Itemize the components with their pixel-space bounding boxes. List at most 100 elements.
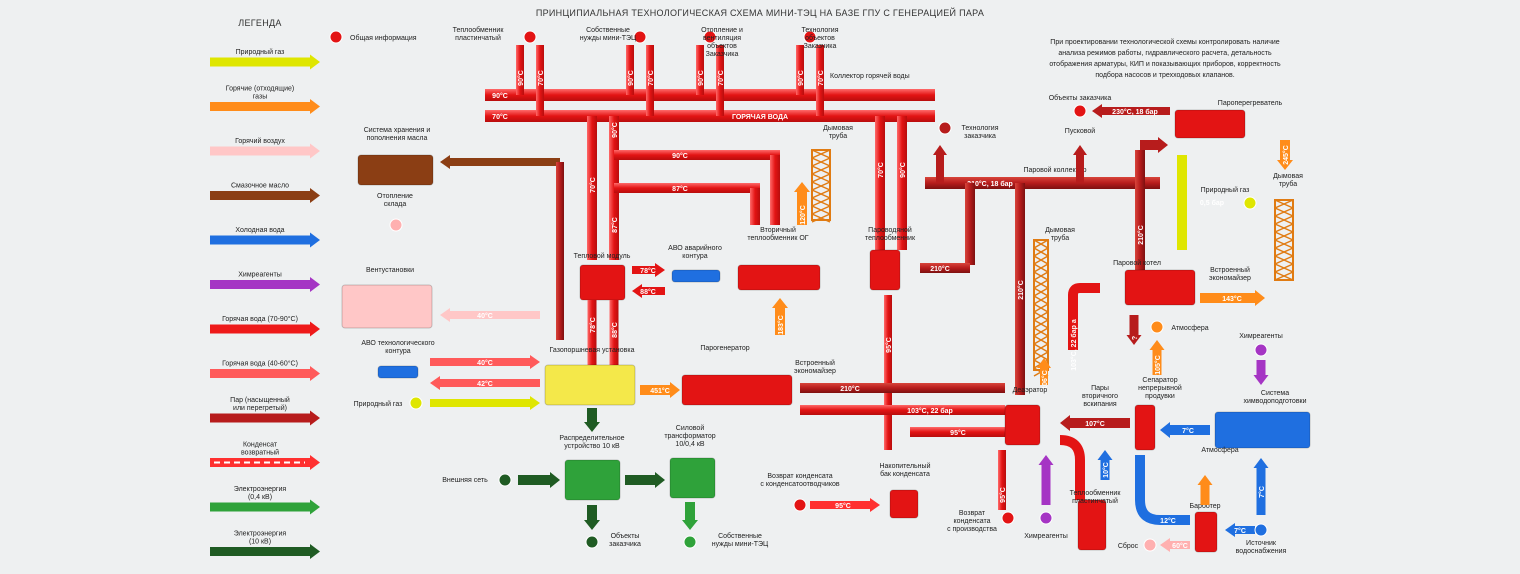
flow-arrow — [682, 502, 698, 530]
temperature-tag: 40°С — [477, 359, 493, 367]
cold-water-line — [1135, 455, 1190, 525]
chem-water-system — [1214, 411, 1311, 449]
flow-arrow — [584, 505, 600, 530]
flow-arrow — [1038, 455, 1054, 505]
legend-heading: ЛЕГЕНДА — [238, 18, 281, 28]
secondary-heat-exchanger — [737, 264, 821, 291]
legend-swatch — [210, 321, 320, 337]
flow-arrow — [632, 284, 665, 298]
temperature-tag: 70°С — [717, 70, 725, 86]
oil-storage-tank — [357, 154, 434, 186]
flow-arrow — [1225, 523, 1255, 537]
oil-line-vertical — [556, 162, 564, 340]
legend-swatch — [210, 366, 320, 381]
flow-arrow — [518, 472, 560, 488]
production-return-dot — [1001, 511, 1015, 525]
gas-right-label: Природный газ — [1201, 186, 1250, 194]
pipe — [796, 45, 804, 95]
temperature-tag: 210°С — [1137, 225, 1145, 245]
flow-arrow — [1060, 415, 1130, 431]
temperature-tag: 210°С — [930, 265, 950, 273]
temperature-tag: 90°С — [627, 70, 635, 86]
temperature-tag: 88°С — [611, 322, 619, 338]
customer-dot — [585, 535, 599, 549]
temperature-tag: 0,5 бар — [1200, 199, 1224, 207]
temperature-tag: 90°С — [797, 70, 805, 86]
temperature-tag: 7°С — [1234, 527, 1246, 535]
flow-arrow — [1126, 315, 1142, 345]
hot-collector-label: Коллектор горячей воды — [830, 72, 910, 80]
pipe — [614, 150, 780, 160]
abo-tech-cooler — [377, 365, 419, 379]
pipe — [800, 383, 1005, 393]
flow-arrow — [1073, 145, 1087, 183]
temperature-tag: 70°С — [537, 70, 545, 86]
temperature-tag: 210°С, 18 бар — [967, 180, 1013, 188]
pipe — [897, 116, 907, 250]
heat-module-label: Тепловой модуль — [574, 252, 631, 260]
deaerator-label: Деаэратор — [1013, 387, 1048, 394]
temperature-tag: 12°С — [1160, 517, 1176, 525]
temperature-tag: 103°С, 22 бар — [907, 407, 953, 415]
flow-arrow — [1277, 140, 1293, 170]
legend-swatch — [210, 410, 320, 426]
pipe — [800, 405, 1005, 415]
temperature-tag: 95°С — [835, 502, 851, 510]
temperature-tag: 95°С — [885, 337, 893, 353]
feed-line — [1068, 283, 1100, 350]
hot-air-line — [440, 308, 540, 322]
flow-arrow — [1200, 290, 1265, 306]
pipe — [1135, 150, 1145, 270]
plate-hx-line — [1059, 435, 1085, 500]
chemicals-bottom-dot — [1039, 511, 1053, 525]
flow-arrow — [1140, 137, 1168, 153]
info-label: Общая информация — [350, 34, 417, 42]
atmosphere1-label: Атмосфера — [1171, 325, 1208, 332]
superheater — [1174, 109, 1246, 139]
flow-arrow — [1253, 458, 1269, 515]
discharge-label: Сброс — [1118, 542, 1139, 550]
external-grid-dot — [498, 473, 512, 487]
temperature-tag: 95°С — [999, 487, 1007, 503]
temperature-tag: 70°С — [817, 70, 825, 86]
pipe — [750, 188, 760, 225]
hot-collector-pipe — [485, 89, 935, 101]
temperature-tag: 7°С — [1258, 486, 1266, 498]
temperature-tag: 7°С — [1182, 427, 1194, 435]
temperature-tag: 90°С — [672, 152, 688, 160]
legend-item-label: Химреагенты — [238, 272, 281, 279]
temperature-tag: 90°С — [492, 92, 508, 100]
legend-item-label: Природный газ — [236, 48, 285, 56]
customer-tech-dot — [938, 121, 952, 135]
temperature-tag: 120°С — [799, 205, 807, 225]
temperature-tag: ? — [1132, 336, 1139, 340]
chimney-tower-2 — [1274, 199, 1294, 281]
pipe — [516, 45, 524, 95]
flow-arrow — [625, 472, 665, 488]
flow-arrow — [1253, 360, 1269, 385]
diagram-title: ПРИНЦИПИАЛЬНАЯ ТЕХНОЛОГИЧЕСКАЯ СХЕМА МИН… — [536, 7, 984, 18]
customer-objects2-dot — [1073, 104, 1087, 118]
temperature-tag: 210°С — [1017, 280, 1025, 300]
steam-boiler — [1124, 269, 1196, 306]
legend-item-label: Электроэнергия(10 кВ) — [234, 531, 287, 546]
pipe — [998, 450, 1006, 510]
temperature-tag: 107°С — [1085, 420, 1105, 428]
temperature-tag: 60°С — [1172, 542, 1188, 550]
pipe — [716, 45, 724, 116]
gas-right-dot — [1243, 196, 1257, 210]
flow-arrow — [1037, 358, 1051, 385]
legend-swatch — [210, 277, 320, 292]
